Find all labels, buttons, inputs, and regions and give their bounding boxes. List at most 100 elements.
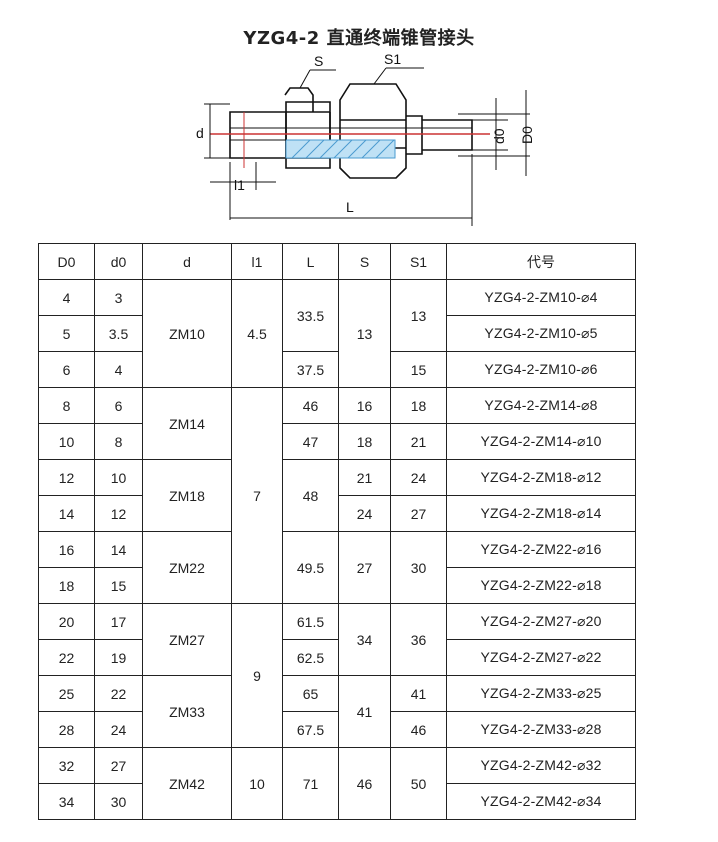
page-title: YZG4-2 直通终端锥管接头: [243, 28, 475, 49]
cell-L: 65: [282, 675, 339, 712]
cell-code: YZG4-2-ZM14-⌀8: [446, 387, 636, 424]
header-cell: d: [142, 243, 232, 280]
header-cell: d0: [94, 243, 143, 280]
cell-l1: 4.5: [231, 279, 283, 388]
cell-D0: 16: [38, 531, 95, 568]
header-cell: D0: [38, 243, 95, 280]
cell-l1: 9: [231, 603, 283, 748]
cell-d0: 4: [94, 351, 143, 388]
L-label: L: [346, 199, 354, 215]
header-cell: L: [282, 243, 339, 280]
d0-dimension: [458, 90, 530, 176]
cell-d0: 19: [94, 639, 143, 676]
cell-L: 49.5: [282, 531, 339, 604]
header-cell: l1: [231, 243, 283, 280]
cell-code: YZG4-2-ZM22-⌀18: [446, 567, 636, 604]
cell-D0: 34: [38, 783, 95, 820]
cell-code: YZG4-2-ZM27-⌀20: [446, 603, 636, 640]
table-row: 8 6 ZM14 7 46 16 18 YZG4-2-ZM14-⌀8: [38, 387, 636, 604]
cell-d0: 10: [94, 459, 143, 496]
s-leader: [299, 69, 336, 89]
cell-L: 61.5: [282, 603, 339, 640]
cell-S1: 46: [390, 711, 447, 748]
cell-code: YZG4-2-ZM10-⌀4: [446, 279, 636, 316]
section-hatch: [285, 139, 396, 159]
cell-S1: 15: [390, 351, 447, 388]
table-row: 16 14 ZM22 49.5 27 30 YZG4-2-ZM22-⌀16: [38, 531, 636, 604]
cell-L: 37.5: [282, 351, 339, 388]
table-row: 12 10 ZM18 48 21 24 YZG4-2-ZM18-⌀12: [38, 459, 636, 532]
cell-D0: 8: [38, 387, 95, 424]
fitting-outline: [229, 83, 473, 179]
cell-S: 21: [338, 459, 391, 496]
cell-S1: 36: [390, 603, 447, 676]
cell-d0: 12: [94, 495, 143, 532]
cell-code: YZG4-2-ZM27-⌀22: [446, 639, 636, 676]
cell-S1: 13: [390, 279, 447, 352]
cell-code: YZG4-2-ZM10-⌀5: [446, 315, 636, 352]
table-header-row: D0 d0 d l1 L S S1 代号: [38, 243, 636, 280]
cell-S: 27: [338, 531, 391, 604]
cell-code: YZG4-2-ZM18-⌀14: [446, 495, 636, 532]
cell-d0: 15: [94, 567, 143, 604]
cell-code: YZG4-2-ZM33-⌀25: [446, 675, 636, 712]
header-cell: S: [338, 243, 391, 280]
cell-D0: 25: [38, 675, 95, 712]
cell-d: ZM33: [142, 675, 232, 748]
cell-d0: 24: [94, 711, 143, 748]
cell-S: 18: [338, 423, 391, 460]
cell-code: YZG4-2-ZM42-⌀34: [446, 783, 636, 820]
cell-d0: 14: [94, 531, 143, 568]
table-row: 10 8 47 18 21 YZG4-2-ZM14-⌀10: [38, 423, 636, 460]
cell-S1: 30: [390, 531, 447, 604]
cell-S: 34: [338, 603, 391, 676]
cell-code: YZG4-2-ZM10-⌀6: [446, 351, 636, 388]
cell-D0: 18: [38, 567, 95, 604]
cell-d: ZM22: [142, 531, 232, 604]
cell-d0: 22: [94, 675, 143, 712]
header-cell: 代号: [446, 243, 636, 280]
cell-S1: 18: [390, 387, 447, 424]
cell-d0: 27: [94, 747, 143, 784]
cell-d: ZM18: [142, 459, 232, 532]
cell-d: ZM42: [142, 747, 232, 820]
cell-D0: 28: [38, 711, 95, 748]
l1-label: l1: [234, 177, 245, 193]
cell-D0: 4: [38, 279, 95, 316]
cell-D0: 12: [38, 459, 95, 496]
cell-d: ZM14: [142, 387, 232, 460]
cell-S: 13: [338, 279, 391, 388]
cell-L: 62.5: [282, 639, 339, 676]
cell-S1: 21: [390, 423, 447, 460]
cell-D0: 10: [38, 423, 95, 460]
cell-L: 33.5: [282, 279, 339, 352]
cell-S1: 50: [390, 747, 447, 820]
cell-S1: 24: [390, 459, 447, 496]
cell-d: ZM27: [142, 603, 232, 676]
cell-S: 16: [338, 387, 391, 424]
table-row: 28 24 67.5 46 YZG4-2-ZM33-⌀28: [38, 711, 636, 748]
cell-D0: 22: [38, 639, 95, 676]
cell-d0: 6: [94, 387, 143, 424]
cell-d: ZM10: [142, 279, 232, 388]
s1-leader: [373, 67, 424, 85]
cell-D0: 14: [38, 495, 95, 532]
table-row: 34 30 YZG4-2-ZM42-⌀34: [38, 783, 636, 820]
cell-L: 67.5: [282, 711, 339, 748]
table-row: 25 22 ZM33 65 41 41 YZG4-2-ZM33-⌀25: [38, 675, 636, 748]
cell-L: 48: [282, 459, 339, 532]
cell-d0: 8: [94, 423, 143, 460]
cell-code: YZG4-2-ZM33-⌀28: [446, 711, 636, 748]
cell-L: 46: [282, 387, 339, 424]
cell-D0: 32: [38, 747, 95, 784]
cell-d0: 3: [94, 279, 143, 316]
L-dimension: [230, 154, 473, 226]
table-row: 5 3.5 YZG4-2-ZM10-⌀5: [38, 315, 636, 352]
spec-table: D0 d0 d l1 L S S1 代号 4 3 ZM10 4.5 33.5 1…: [38, 243, 636, 820]
cell-d0: 3.5: [94, 315, 143, 352]
table-row: 4 3 ZM10 4.5 33.5 13 13 YZG4-2-ZM10-⌀4: [38, 279, 636, 388]
cell-D0: 20: [38, 603, 95, 640]
cell-S: 24: [338, 495, 391, 532]
cell-S: 46: [338, 747, 391, 820]
cell-S1: 27: [390, 495, 447, 532]
